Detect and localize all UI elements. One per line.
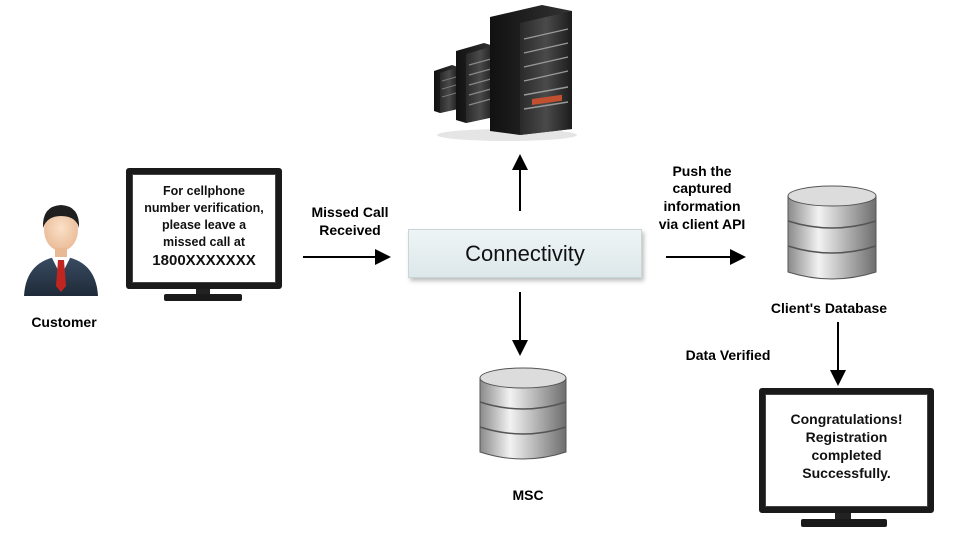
data-verified-label: Data Verified [685, 347, 771, 363]
push-label-4: via client API [658, 216, 746, 232]
missed-call-label-2: Received [319, 222, 381, 238]
verification-line-3: please leave a [161, 218, 247, 232]
result-monitor-stand [835, 513, 851, 520]
verification-line-2: number verification, [144, 201, 264, 215]
result-line-2: Registration [805, 429, 888, 445]
client-database-icon [786, 184, 878, 286]
result-monitor-base [801, 519, 887, 527]
servers-icon [432, 3, 577, 143]
result-monitor: Congratulations! Registration completed … [759, 388, 934, 513]
msc-database-icon [478, 366, 568, 466]
verification-number: 1800XXXXXXX [152, 252, 256, 269]
push-label-2: captured [672, 180, 732, 196]
customer-icon [20, 198, 102, 298]
monitor-stand [196, 289, 210, 295]
verification-line-4: missed call at [163, 235, 245, 249]
customer-label: Customer [31, 314, 97, 330]
connectivity-box: Connectivity [408, 229, 642, 278]
result-line-4: Successfully. [802, 465, 891, 481]
monitor-base [164, 294, 242, 301]
result-line-1: Congratulations! [790, 411, 903, 427]
msc-label: MSC [512, 487, 544, 503]
verification-monitor: For cellphone number verification, pleas… [126, 168, 282, 289]
result-line-3: completed [811, 447, 882, 463]
push-label-3: information [663, 198, 741, 214]
verification-line-1: For cellphone [163, 184, 245, 198]
missed-call-label-1: Missed Call [311, 204, 389, 220]
client-database-label: Client's Database [770, 300, 888, 316]
push-label-1: Push the [672, 163, 732, 179]
